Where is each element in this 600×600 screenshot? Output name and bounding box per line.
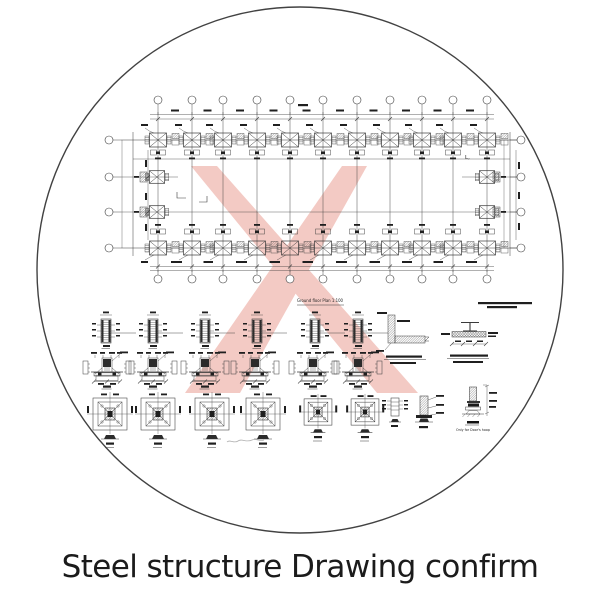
column-footing [141, 224, 180, 263]
small-section-detail [382, 397, 408, 427]
column-footing [373, 224, 412, 263]
section-detail [301, 311, 345, 349]
column-base-detail [128, 351, 178, 390]
floor-plan: Ground floor Plan 1:100 L, [104, 95, 532, 309]
column-base-detail [180, 351, 230, 390]
gable-column [134, 170, 169, 184]
gable-column [475, 170, 506, 184]
section-detail [243, 311, 287, 349]
column-footing [470, 224, 509, 263]
gable-column [475, 205, 506, 219]
gable-columns [134, 170, 506, 219]
column-footing [273, 124, 312, 160]
circle-outline [36, 6, 564, 534]
plan-title: Ground floor Plan 1:100 [297, 298, 343, 303]
column-footing [436, 124, 475, 160]
grid-lines [121, 112, 517, 272]
bottom-columns [141, 224, 509, 263]
column-base-detail [288, 351, 338, 390]
column-base-detail [82, 351, 132, 390]
corner-flashing-detail [376, 312, 430, 364]
column-footing [373, 124, 412, 160]
footing-plan-detail [240, 392, 286, 448]
pier-detail [415, 395, 444, 429]
footing-plan-detail [299, 393, 338, 442]
gable-column [134, 205, 169, 219]
column-footing [175, 224, 214, 263]
column-footing [340, 224, 379, 263]
top-columns [141, 124, 509, 160]
column-footing [405, 124, 444, 160]
caption: Steel structure Drawing confirm [61, 549, 539, 585]
column-footing [175, 124, 214, 160]
column-footing [240, 124, 279, 160]
column-footing [306, 224, 345, 263]
footing-plan-detail [346, 393, 385, 442]
column-base-detail [333, 351, 383, 390]
plan-annotations: Ground floor Plan 1:100 L, [297, 155, 532, 309]
section-detail [191, 311, 235, 349]
column-footing [306, 124, 345, 160]
corner-note: L, [465, 155, 470, 161]
section-detail [92, 311, 136, 349]
section-detail [139, 311, 183, 349]
anchor-bolt-detail: Only for Door's hoop [456, 384, 497, 432]
column-footing [206, 124, 245, 160]
column-footing [436, 224, 475, 263]
column-base-detail [230, 351, 280, 390]
footing-plan-detail [189, 392, 235, 448]
handwritten-scribble [226, 439, 265, 443]
beam-base-plate-detail [441, 321, 498, 363]
column-footing [141, 124, 180, 160]
column-footing [340, 124, 379, 160]
detail-drawings: Only for Door's hoop [82, 311, 498, 448]
door-note: Only for Door's hoop [456, 428, 490, 432]
column-footing [405, 224, 444, 263]
section-detail [344, 311, 388, 349]
footing-plan-detail [87, 392, 133, 448]
column-footing [470, 124, 509, 160]
column-footing [240, 224, 279, 263]
column-footing [206, 224, 245, 263]
footing-plan-detail [135, 392, 181, 448]
grid-bubbles [104, 95, 526, 284]
